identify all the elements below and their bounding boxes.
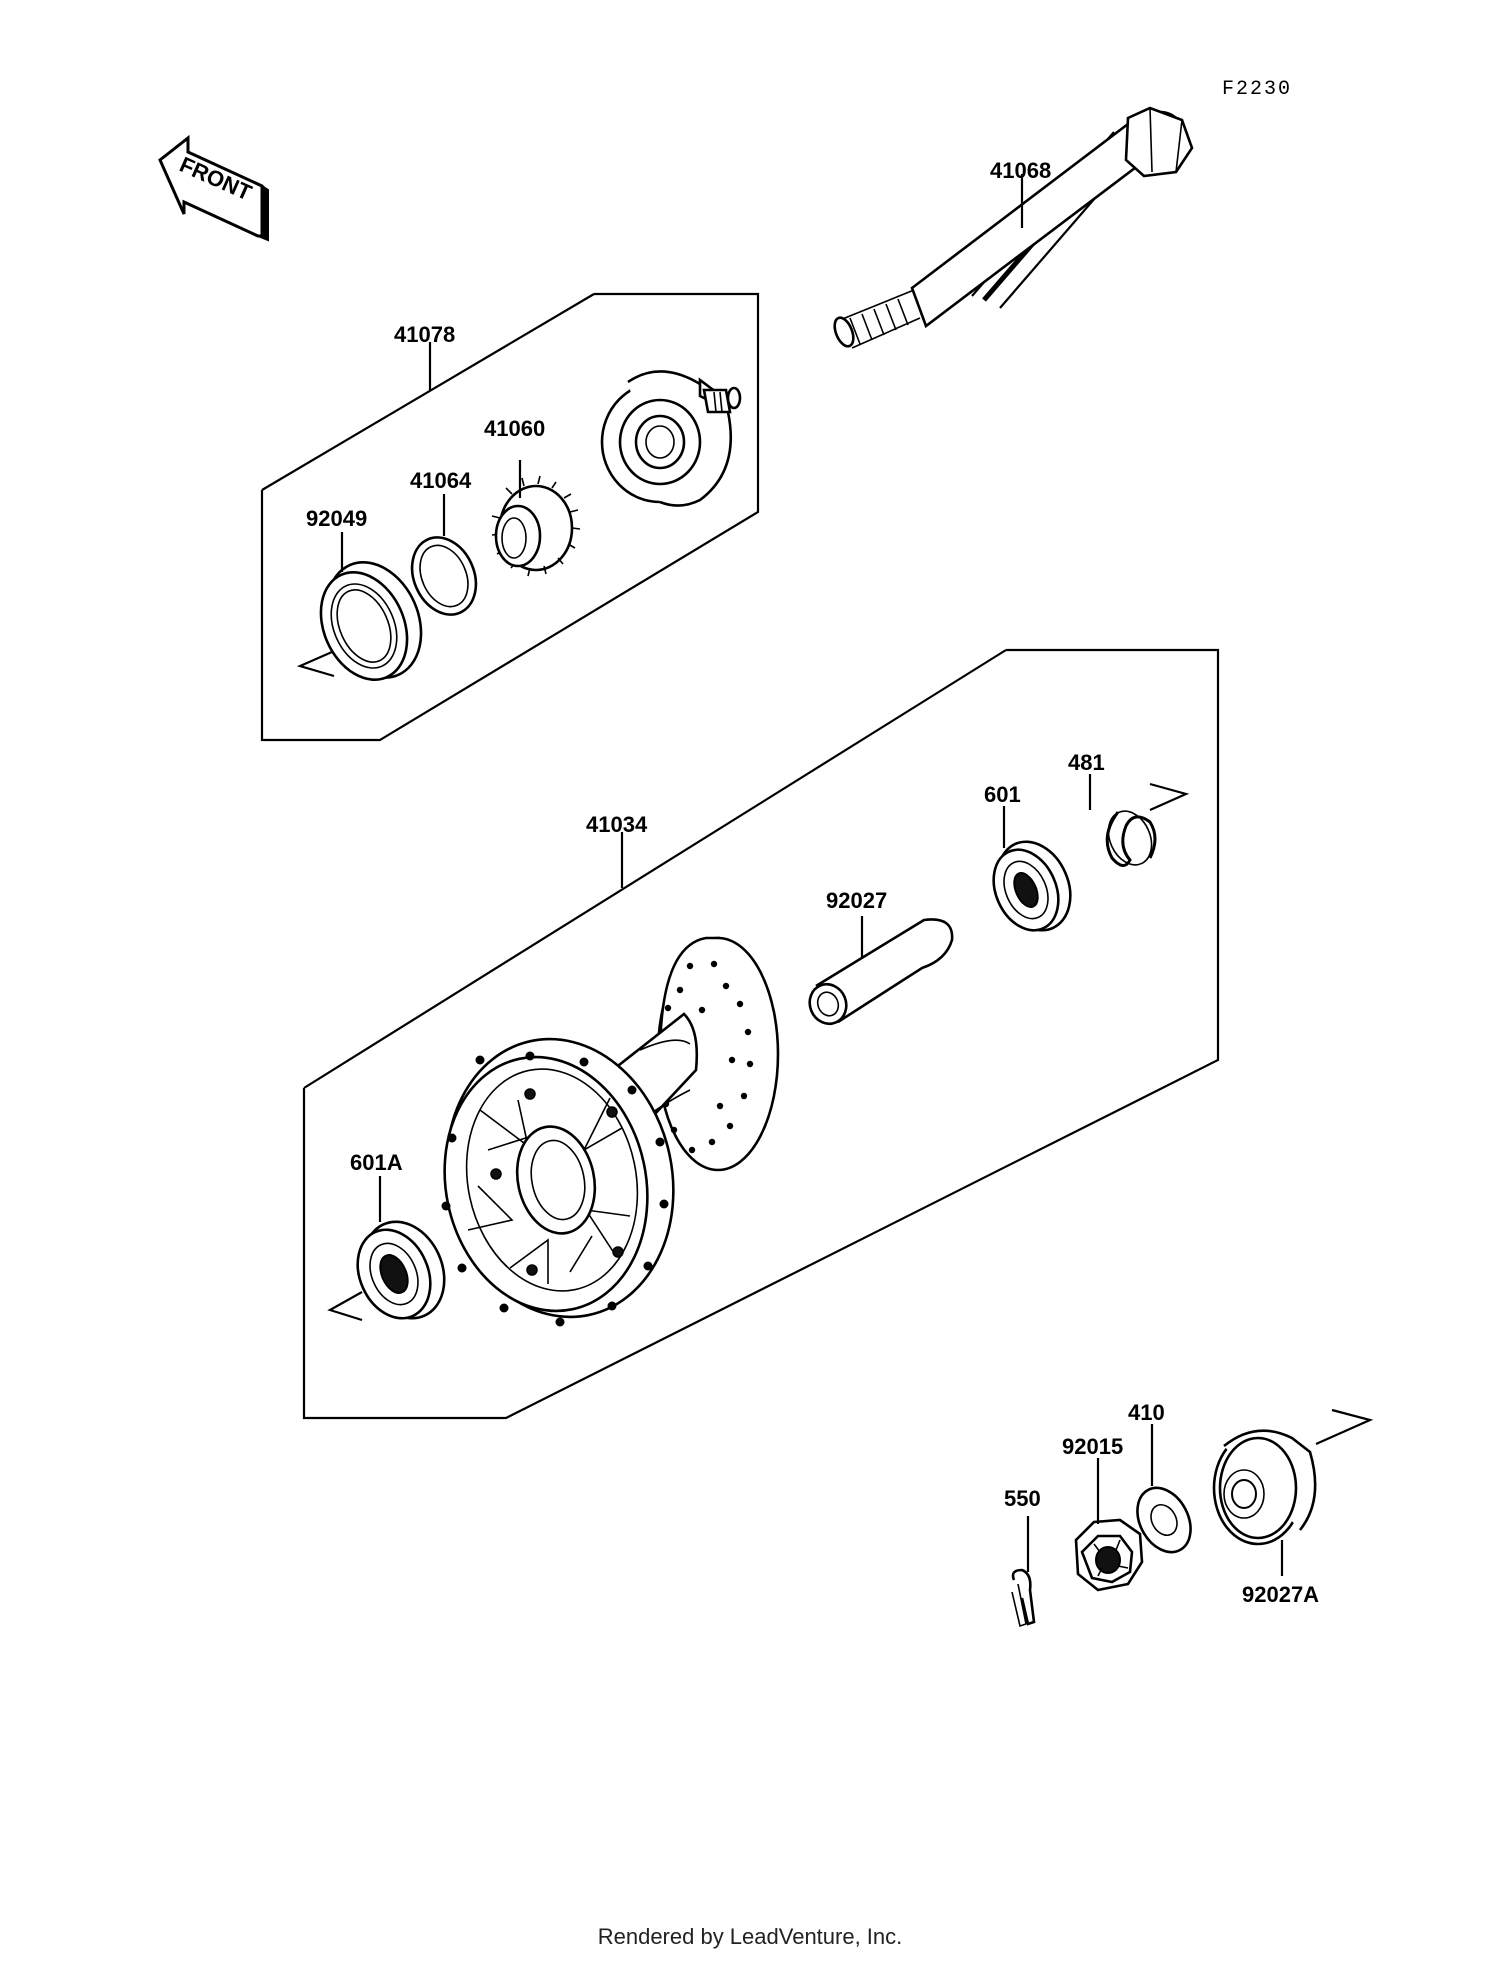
callout-410: 410 bbox=[1128, 1400, 1165, 1425]
collar-92027A: 92027A bbox=[1212, 1408, 1374, 1607]
bearing-601: 601 bbox=[984, 782, 1072, 932]
callout-601: 601 bbox=[984, 782, 1021, 807]
wheel-hub-part bbox=[441, 936, 780, 1327]
circlip-481: 481 bbox=[1068, 750, 1157, 867]
bearing-601A: 601A bbox=[350, 1150, 446, 1320]
washer-410: 410 bbox=[1128, 1400, 1192, 1554]
callout-601A: 601A bbox=[350, 1150, 403, 1175]
callout-550: 550 bbox=[1004, 1486, 1041, 1511]
callout-41034: 41034 bbox=[586, 812, 648, 837]
gear-housing-part bbox=[600, 370, 742, 507]
axle-41068: 41068 bbox=[833, 106, 1194, 349]
gear-41060: 41060 bbox=[484, 416, 581, 577]
spacer-92027: 92027 bbox=[808, 888, 954, 1026]
callout-41078: 41078 bbox=[394, 322, 455, 347]
callout-92027: 92027 bbox=[826, 888, 887, 913]
callout-92015: 92015 bbox=[1062, 1434, 1123, 1459]
callout-41060: 41060 bbox=[484, 416, 545, 441]
front-arrow-icon: FRONT bbox=[158, 134, 269, 242]
callout-92027A: 92027A bbox=[1242, 1582, 1319, 1607]
cotter-pin-550: 550 bbox=[1004, 1486, 1041, 1628]
callout-92049: 92049 bbox=[306, 506, 367, 531]
box-41034: 41034 bbox=[302, 648, 1220, 1420]
retainer-41064: 41064 bbox=[410, 468, 478, 616]
callout-41064: 41064 bbox=[410, 468, 472, 493]
callout-481: 481 bbox=[1068, 750, 1105, 775]
callout-41068: 41068 bbox=[990, 158, 1051, 183]
corner-code: F2230 bbox=[1222, 78, 1292, 101]
seal-92049: 92049 bbox=[306, 506, 423, 681]
box-41078: 41078 bbox=[260, 292, 760, 742]
castle-nut-92015: 92015 bbox=[1062, 1434, 1144, 1592]
footer-credit: Rendered by LeadVenture, Inc. bbox=[597, 1924, 903, 1949]
